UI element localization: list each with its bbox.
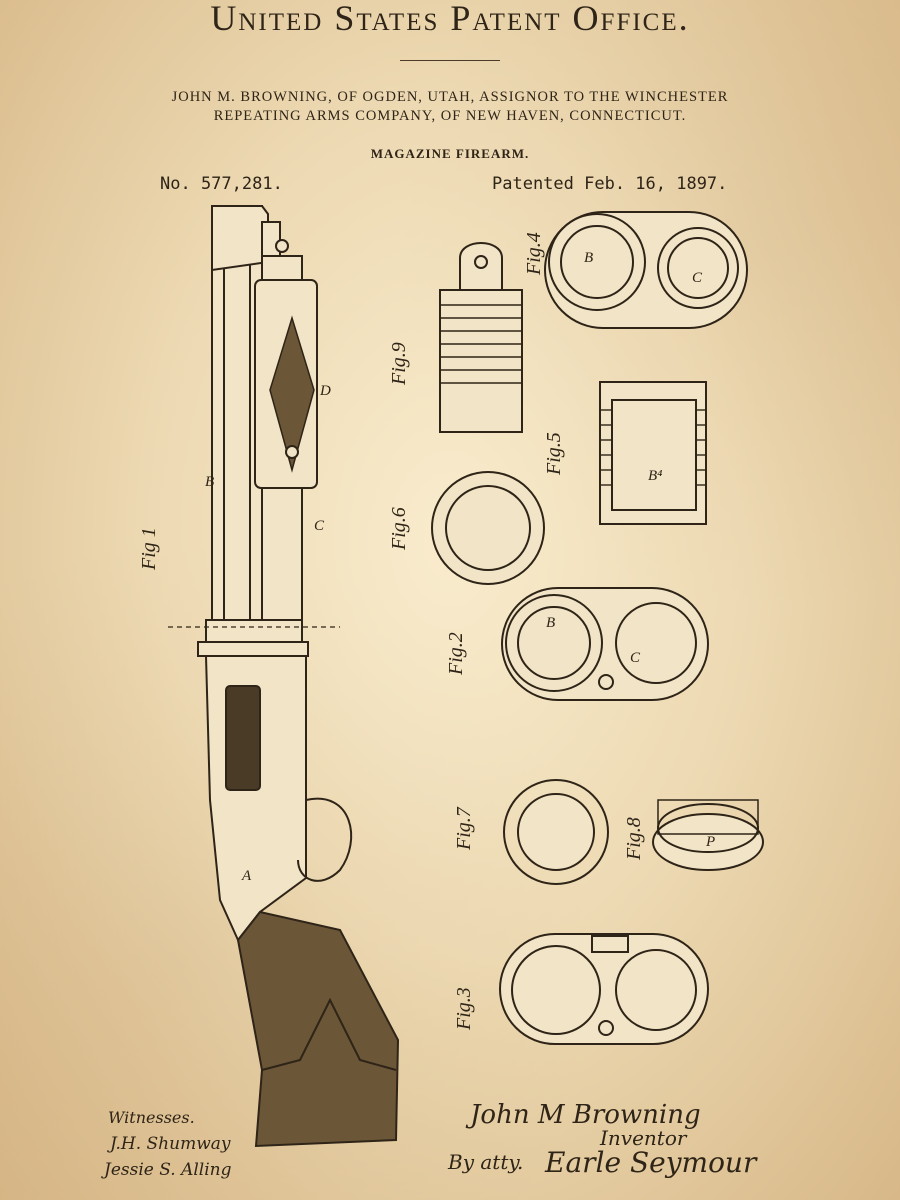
fig6-drawing: Fig.6: [388, 471, 545, 585]
attorney-signature: Earle Seymour: [545, 1146, 757, 1179]
inventor-label: Inventor: [600, 1126, 687, 1150]
title-divider: [400, 60, 500, 61]
svg-text:C: C: [314, 518, 325, 534]
fig3-drawing: Fig.3: [453, 933, 709, 1045]
patent-number: No. 577,281.: [160, 174, 283, 194]
fig1-shotgun-drawing: Fig 1: [138, 205, 400, 1148]
assignor-line-2: REPEATING ARMS COMPANY, OF NEW HAVEN, CO…: [213, 108, 687, 124]
witness-1-signature: J.H. Shumway: [110, 1134, 231, 1154]
fig1-label: Fig 1: [138, 527, 160, 571]
fig9-drawing: Fig.9: [388, 242, 523, 433]
invention-title: MAGAZINE FIREARM.: [370, 146, 530, 161]
assignor-line-1: JOHN M. BROWNING, OF OGDEN, UTAH, ASSIGN…: [171, 89, 729, 105]
fig8-drawing: Fig.8: [623, 799, 764, 871]
svg-text:A: A: [241, 868, 252, 884]
patent-office-title: United States Patent Office.: [210, 0, 690, 38]
fig5-label: Fig.5: [543, 432, 565, 476]
svg-text:P: P: [705, 834, 715, 850]
fig3-label: Fig.3: [453, 987, 475, 1031]
witnesses-label: Witnesses.: [108, 1108, 195, 1127]
svg-text:C: C: [630, 650, 641, 666]
svg-text:B: B: [584, 250, 593, 266]
fig5-drawing: Fig.5: [543, 381, 707, 525]
fig7-label: Fig.7: [453, 806, 475, 851]
inventor-signature: John M Browning: [470, 1100, 701, 1130]
fig2-drawing: Fig.2: [445, 587, 709, 701]
svg-text:D: D: [319, 383, 331, 399]
patent-date: Patented Feb. 16, 1897.: [492, 174, 728, 194]
reference-letters: B D C A B C B C B⁴ P: [205, 250, 715, 884]
fig7-drawing: Fig.7: [453, 779, 609, 885]
fig2-label: Fig.2: [445, 632, 467, 676]
attorney-prefix: By atty.: [448, 1150, 524, 1174]
fig8-label: Fig.8: [623, 817, 645, 861]
fig6-label: Fig.6: [388, 507, 410, 551]
fig4-label: Fig.4: [523, 232, 545, 276]
witness-2-signature: Jessie S. Alling: [104, 1160, 232, 1180]
svg-text:B: B: [205, 474, 214, 490]
svg-text:B⁴: B⁴: [648, 468, 662, 484]
svg-text:C: C: [692, 270, 703, 286]
fig9-label: Fig.9: [388, 342, 410, 386]
svg-text:B: B: [546, 615, 555, 631]
fig4-drawing: Fig.4: [523, 211, 748, 329]
